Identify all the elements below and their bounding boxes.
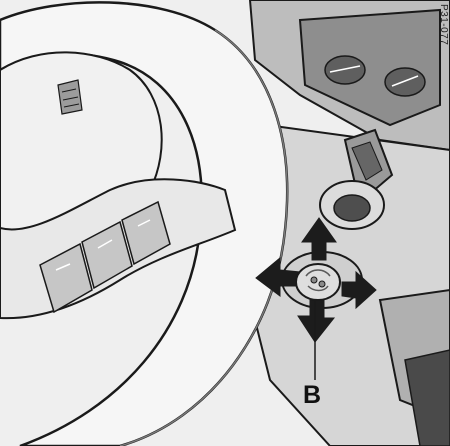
gauge-left: [325, 56, 365, 84]
gauge-right: [385, 68, 425, 96]
ignition-lock-core: [334, 195, 370, 221]
brand-emblem: [58, 80, 82, 114]
figure-code: P31-077: [438, 4, 449, 45]
callout-label-b: B: [303, 383, 321, 408]
